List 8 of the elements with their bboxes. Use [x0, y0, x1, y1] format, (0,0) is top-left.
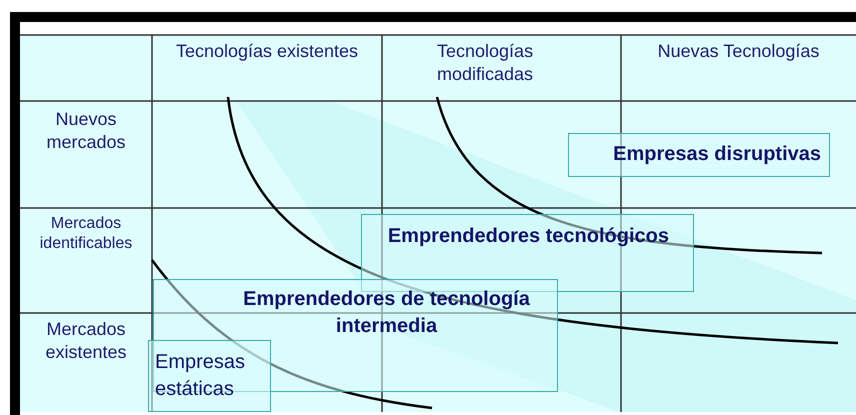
header-label: Mercados existentes: [44, 318, 128, 363]
header-label: Tecnologías existentes: [174, 40, 360, 62]
header-label: Mercados identificables: [38, 214, 134, 254]
label-box: Empresas estáticas: [148, 340, 271, 412]
label-box: Empresas disruptivas: [568, 133, 830, 177]
header-label: Tecnologías modificadas: [437, 40, 534, 85]
header-label: Nuevos mercados: [45, 108, 127, 153]
header-label: Nuevas Tecnologías: [656, 40, 820, 62]
